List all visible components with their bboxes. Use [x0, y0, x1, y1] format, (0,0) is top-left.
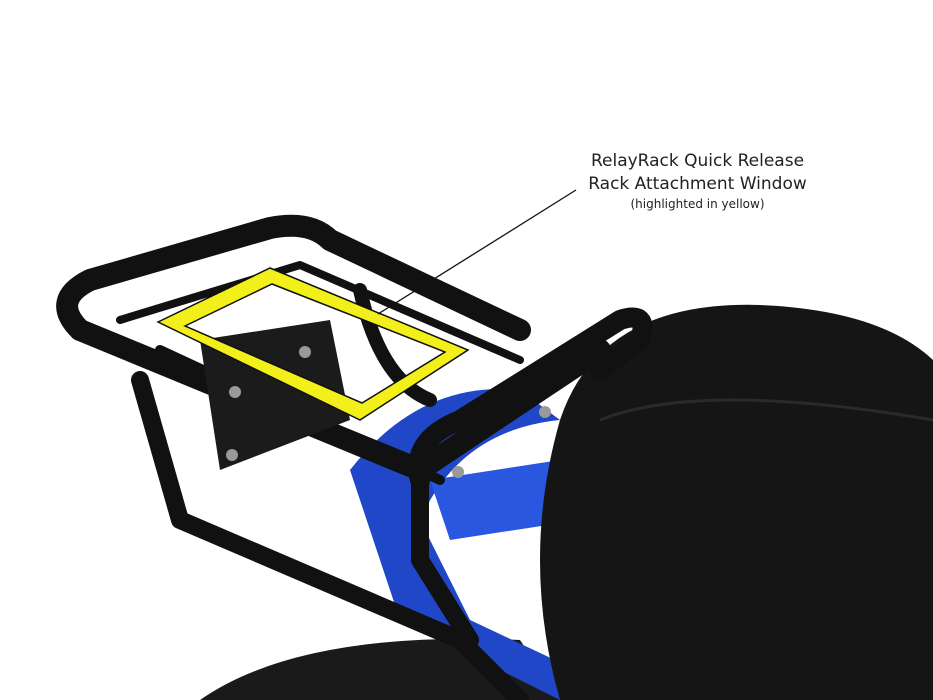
callout-label: RelayRack Quick Release Rack Attachment … — [560, 150, 835, 212]
seat — [540, 304, 933, 700]
callout-title-line1: RelayRack Quick Release — [590, 151, 805, 171]
bolts — [226, 346, 551, 478]
callout-title-line2: Rack Attachment Window — [588, 174, 807, 194]
callout-note: (highlighted in yellow) — [630, 197, 765, 211]
callout-leader-line — [377, 189, 577, 315]
attachment-window-highlight — [156, 267, 470, 421]
